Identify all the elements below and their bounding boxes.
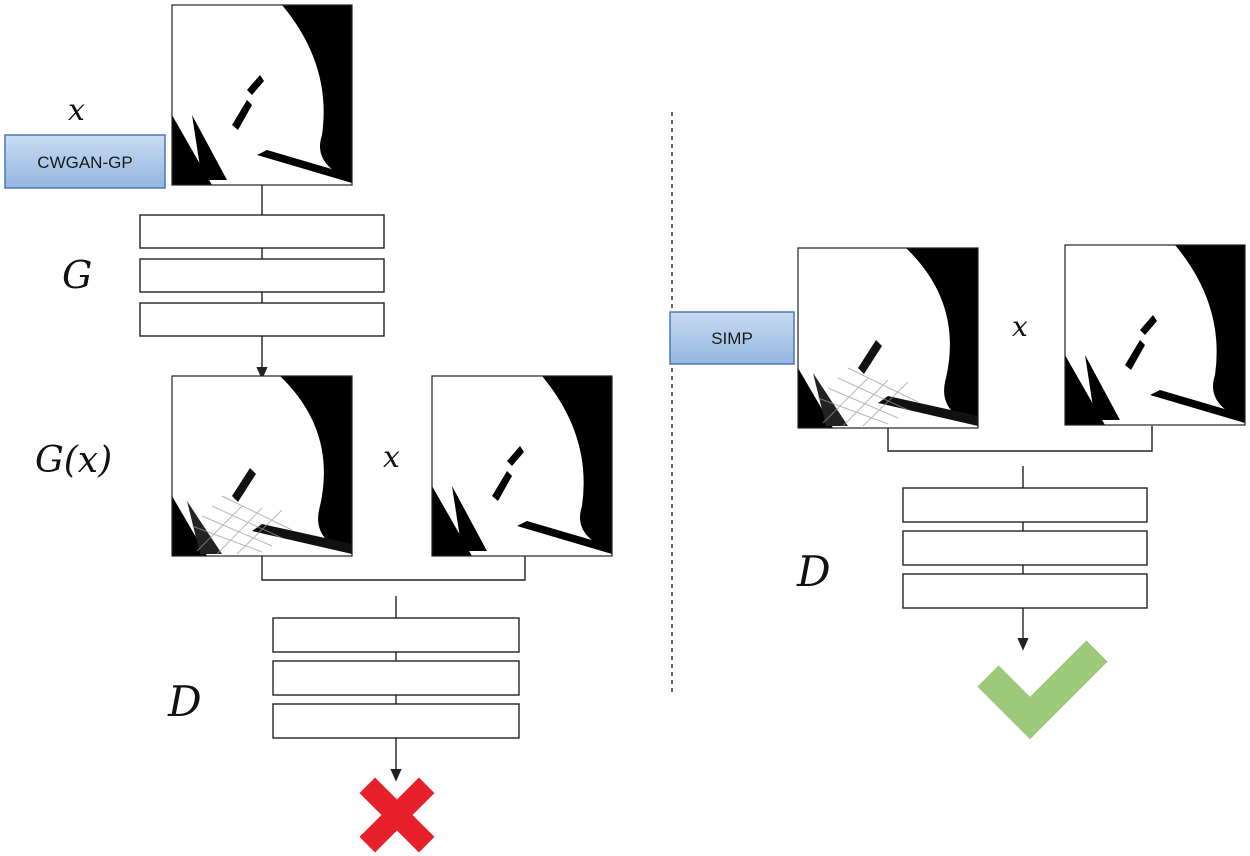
generator-label: G <box>62 253 92 297</box>
discriminator-layer <box>902 487 1148 523</box>
pair-bracket <box>261 556 526 581</box>
simp-discriminator-block <box>902 487 1148 609</box>
simp-real-image <box>1064 244 1246 426</box>
generator-layer <box>139 258 385 293</box>
generator-block <box>139 214 385 337</box>
cross-icon <box>359 777 435 853</box>
discriminator-layer <box>902 530 1148 566</box>
simp-tag: SIMP <box>669 311 795 365</box>
generated-image <box>171 375 353 557</box>
discriminator-layer <box>272 617 520 653</box>
simp-discriminator-label: D <box>796 547 831 596</box>
input-x-label: x <box>68 93 85 128</box>
real-image <box>431 375 613 557</box>
right-panel: SIMP x D <box>669 244 1246 740</box>
discriminator-layer <box>272 703 520 739</box>
simp-tag-label: SIMP <box>711 329 753 348</box>
cwgan-gp-tag: CWGAN-GP <box>4 134 166 189</box>
discriminator-block <box>272 617 520 739</box>
simp-real-x-label: x <box>1012 310 1028 343</box>
discriminator-label: D <box>167 677 202 726</box>
generator-layer <box>139 214 385 249</box>
generated-label: G(x) <box>35 440 112 481</box>
discriminator-layer <box>902 573 1148 609</box>
cwgan-gp-tag-label: CWGAN-GP <box>37 153 132 172</box>
generator-layer <box>139 302 385 337</box>
check-icon <box>977 640 1108 740</box>
input-image <box>171 4 353 186</box>
real-x-label: x <box>383 440 400 475</box>
simp-generated-image <box>797 247 979 429</box>
simp-pair-bracket <box>887 426 1153 452</box>
discriminator-layer <box>272 660 520 696</box>
left-panel: x CWGAN-GP G G(x) x <box>4 4 613 853</box>
